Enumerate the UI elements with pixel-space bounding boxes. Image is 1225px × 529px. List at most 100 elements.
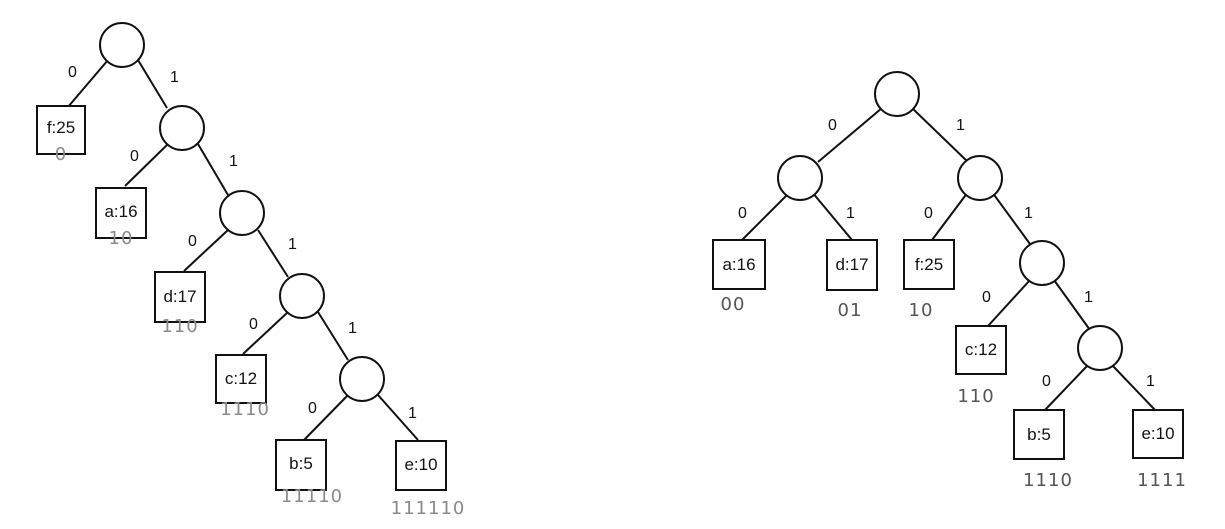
leaf-label: f:25 — [915, 255, 943, 274]
right-leaf-d: d:17 01 — [826, 239, 878, 321]
right-edge — [1111, 364, 1156, 411]
right-edge-bit: 0 — [1042, 373, 1051, 390]
left-internal-node — [159, 105, 205, 151]
left-edge — [137, 59, 168, 109]
left-leaf-f: f:25 0 — [36, 105, 86, 165]
right-edge-bit: 0 — [924, 205, 933, 222]
leaf-label: a:16 — [722, 255, 755, 274]
leaf-box — [95, 187, 147, 239]
left-edge-bit: 0 — [249, 316, 258, 333]
right-edge — [987, 279, 1031, 327]
leaf-label: b:5 — [289, 454, 313, 473]
leaf-label: c:12 — [965, 340, 997, 359]
leaf-code: 10 — [909, 300, 934, 321]
leaf-label: d:17 — [835, 255, 868, 274]
right-edge-bit: 1 — [1084, 289, 1093, 306]
right-leaf-b: b:5 1110 — [1013, 409, 1073, 491]
left-edge — [242, 311, 289, 355]
left-edge-bit: 0 — [188, 233, 197, 250]
left-tree: 0 1 0 1 0 1 0 1 0 1 f:25 0 a:16 10 d:17 … — [36, 22, 466, 519]
right-edge — [1044, 364, 1089, 411]
leaf-code: 10 — [109, 228, 134, 249]
left-edge — [317, 311, 349, 361]
leaf-box — [1132, 409, 1184, 459]
leaf-box — [712, 239, 766, 290]
right-leaf-c: c:12 110 — [955, 325, 1007, 407]
right-edge — [911, 107, 969, 163]
right-tree: 0 1 0 1 0 1 0 1 0 1 a:16 00 d:17 01 f:25… — [712, 71, 1187, 491]
left-edge — [183, 229, 229, 272]
left-internal-node — [279, 273, 325, 319]
left-edge-bit: 0 — [68, 64, 77, 81]
left-leaf-b: b:5 11110 — [275, 439, 343, 507]
right-edge-bit: 1 — [956, 117, 965, 134]
left-edge-bit: 1 — [229, 153, 238, 170]
right-edge-bit: 1 — [1146, 373, 1155, 390]
leaf-code: 0 — [55, 144, 67, 165]
left-edge — [377, 394, 419, 441]
left-edge-bit: 1 — [288, 236, 297, 253]
right-edge — [811, 191, 853, 241]
leaf-code: 00 — [721, 294, 746, 315]
right-edge — [931, 191, 969, 241]
right-internal-node — [777, 155, 823, 201]
leaf-label: d:17 — [163, 287, 196, 306]
leaf-box — [215, 354, 267, 404]
right-edge-bit: 1 — [1024, 205, 1033, 222]
right-edge — [991, 191, 1031, 245]
leaf-code: 11110 — [281, 486, 343, 507]
left-edge — [197, 143, 229, 196]
leaf-code: 110 — [957, 386, 994, 407]
left-edge-bit: 0 — [130, 148, 139, 165]
right-edge-bit: 0 — [828, 117, 837, 134]
right-edge — [1053, 279, 1091, 331]
leaf-code: 1110 — [220, 399, 270, 420]
left-edge-bit: 1 — [408, 405, 417, 422]
leaf-code: 110 — [161, 316, 198, 337]
right-edge-bit: 0 — [738, 205, 747, 222]
leaf-box — [955, 325, 1007, 375]
left-edge — [303, 394, 349, 441]
leaf-label: b:5 — [1027, 425, 1051, 444]
left-internal-node — [339, 356, 385, 402]
right-leaf-f: f:25 10 — [903, 239, 955, 321]
left-internal-node — [99, 22, 145, 68]
left-edge-bit: 1 — [348, 320, 357, 337]
leaf-code: 111110 — [391, 498, 466, 519]
leaf-box — [826, 239, 878, 291]
right-edge — [741, 191, 791, 241]
leaf-box — [903, 239, 955, 290]
left-edge — [124, 143, 169, 187]
left-internal-node — [219, 190, 265, 236]
left-edge-bit: 0 — [308, 400, 317, 417]
leaf-code: 1110 — [1023, 470, 1073, 491]
leaf-code: 1111 — [1137, 470, 1187, 491]
right-edge-bit: 0 — [982, 289, 991, 306]
leaf-box — [1013, 409, 1065, 460]
left-leaf-a: a:16 10 — [95, 187, 147, 249]
right-internal-node — [1077, 325, 1123, 371]
right-edge-bit: 1 — [846, 205, 855, 222]
right-internal-node — [957, 155, 1003, 201]
leaf-code: 01 — [838, 300, 863, 321]
right-internal-node — [874, 71, 920, 117]
leaf-box — [36, 105, 86, 155]
left-edge — [257, 229, 289, 278]
leaf-box — [154, 271, 206, 323]
left-leaf-e: e:10 111110 — [391, 440, 466, 519]
left-leaf-c: c:12 1110 — [215, 354, 270, 420]
leaf-label: a:16 — [104, 202, 137, 221]
leaf-label: e:10 — [404, 455, 437, 474]
leaf-label: f:25 — [47, 118, 75, 137]
right-edge — [817, 107, 883, 163]
leaf-box — [395, 440, 447, 491]
right-leaf-e: e:10 1111 — [1132, 409, 1187, 491]
right-leaf-a: a:16 00 — [712, 239, 766, 315]
leaf-label: c:12 — [225, 369, 257, 388]
leaf-label: e:10 — [1141, 424, 1174, 443]
leaf-box — [275, 439, 327, 491]
left-edge-bit: 1 — [170, 69, 179, 86]
left-leaf-d: d:17 110 — [154, 271, 206, 337]
right-internal-node — [1019, 240, 1065, 286]
